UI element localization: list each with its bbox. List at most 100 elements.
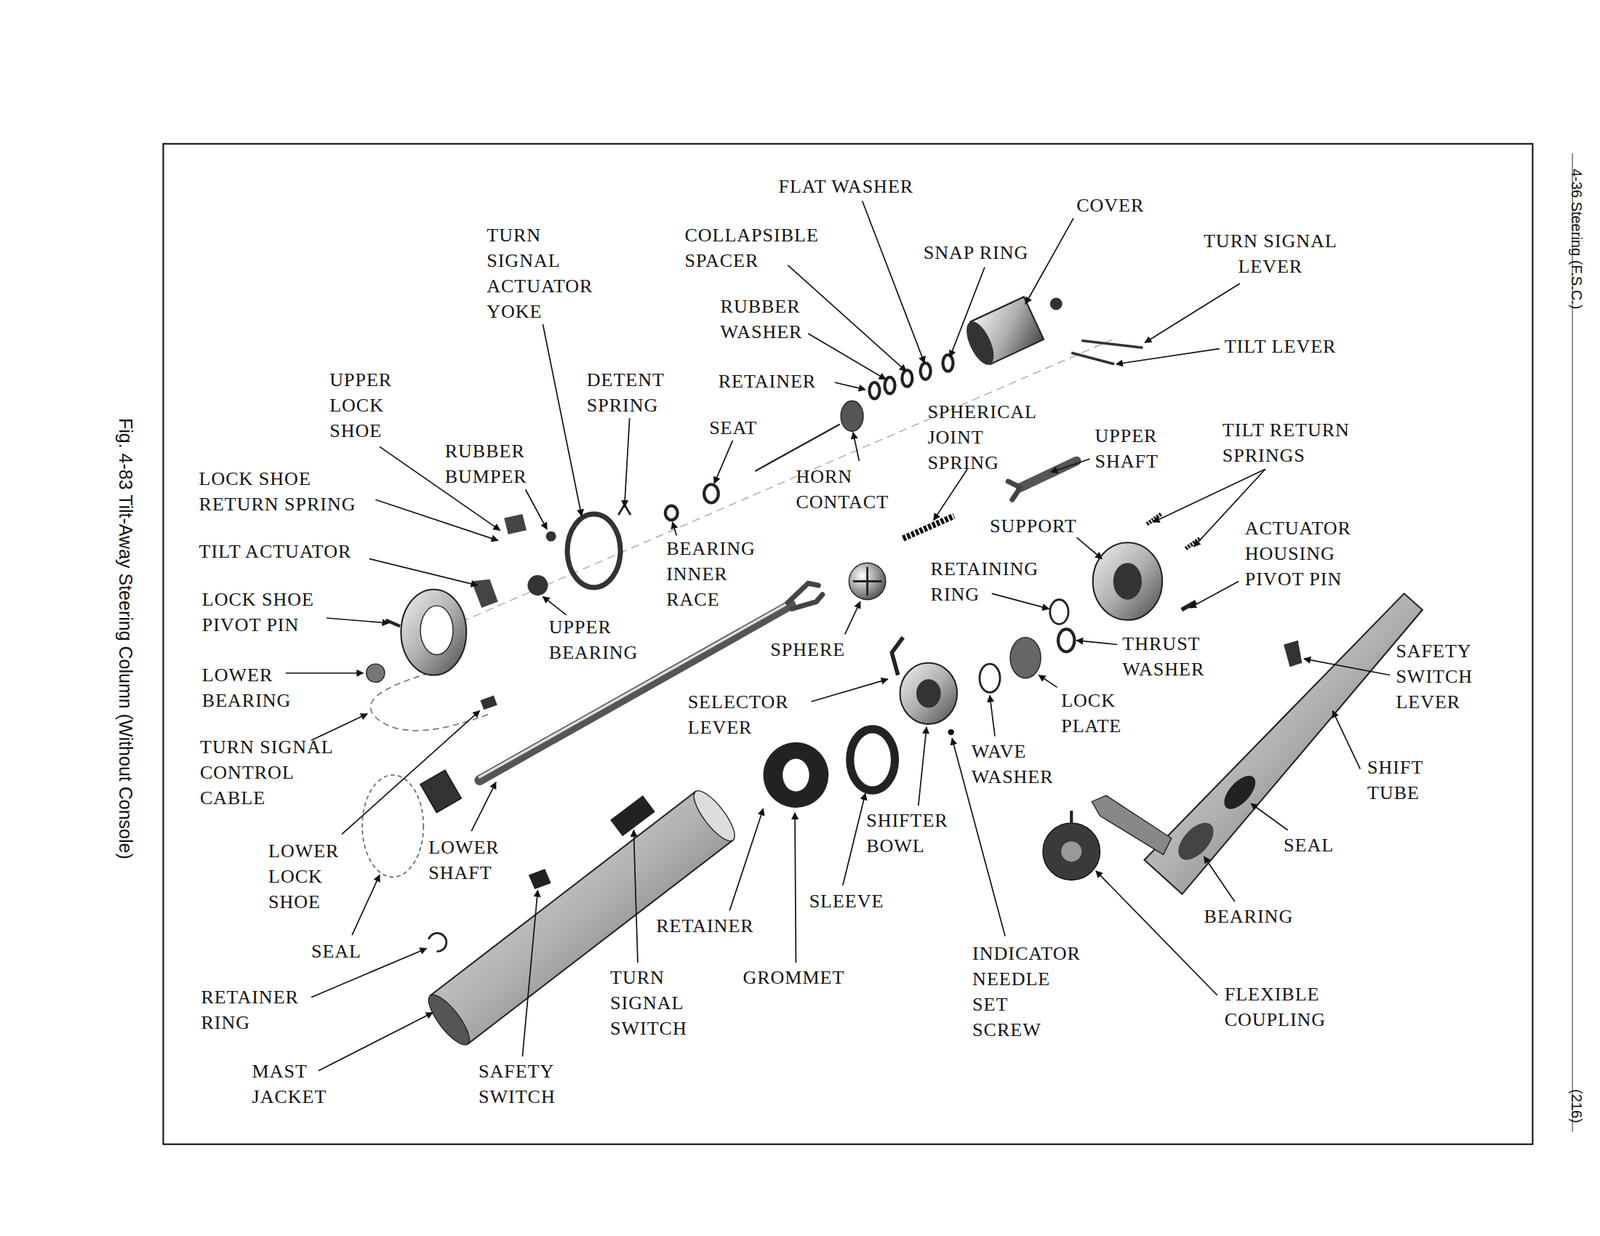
retaining-ring bbox=[1050, 600, 1069, 625]
upper-shaft-yoke bbox=[1008, 481, 1021, 500]
part-label: SLEEVE bbox=[809, 888, 885, 915]
sphere bbox=[848, 562, 886, 600]
seal bbox=[1218, 770, 1262, 815]
part-label: RUBBER BUMPER bbox=[445, 438, 528, 490]
leader-line bbox=[933, 469, 968, 520]
leader-line bbox=[624, 418, 630, 507]
leader-line bbox=[842, 793, 866, 886]
leader-line bbox=[1076, 640, 1118, 646]
shift-lever-arm bbox=[1091, 795, 1171, 855]
leader-line bbox=[918, 727, 927, 806]
wave-washer bbox=[979, 664, 1000, 693]
part-label: MAST JACKET bbox=[252, 1058, 328, 1110]
part-label: UPPER BEARING bbox=[549, 614, 639, 666]
selector-lever bbox=[891, 637, 903, 676]
cover-end bbox=[960, 317, 1000, 369]
leader-line bbox=[729, 808, 763, 911]
part-label: BEARING bbox=[1204, 904, 1294, 930]
tilt-actuator bbox=[471, 579, 498, 608]
leader-line bbox=[989, 696, 995, 737]
lower-shaft bbox=[479, 605, 791, 781]
shaft-highlight bbox=[479, 602, 791, 778]
part-label: RETAINER bbox=[656, 913, 754, 939]
lower-lock-shoe-drum bbox=[420, 770, 462, 814]
part-label: THRUST WASHER bbox=[1122, 631, 1205, 683]
leader-line bbox=[853, 432, 859, 462]
leader-line bbox=[834, 382, 866, 390]
grommet-hole bbox=[782, 759, 809, 792]
part-label: INDICATOR NEEDLE SET SCREW bbox=[972, 941, 1081, 1043]
safety-switch bbox=[528, 869, 552, 890]
part-label: LOWER SHAFT bbox=[428, 834, 499, 886]
part-label: SEAL bbox=[311, 938, 362, 965]
leader-line bbox=[471, 782, 496, 832]
part-label: TURN SIGNAL SWITCH bbox=[610, 965, 688, 1042]
leader-line bbox=[525, 489, 547, 530]
sphere-cross bbox=[853, 567, 882, 596]
support-bore bbox=[1113, 562, 1142, 600]
leader-line bbox=[285, 672, 364, 675]
leader-line bbox=[369, 559, 478, 586]
leader-line bbox=[1076, 537, 1102, 559]
part-label: RUBBER WASHER bbox=[720, 293, 803, 345]
part-label: TURN SIGNAL ACTUATOR YOKE bbox=[486, 222, 593, 325]
leader-line bbox=[633, 830, 638, 963]
lock-plate bbox=[1010, 637, 1041, 679]
page-number: (216) bbox=[1567, 1089, 1587, 1124]
leader-line bbox=[1050, 458, 1090, 472]
part-label: GROMMET bbox=[742, 965, 845, 991]
leader-lines bbox=[285, 200, 1390, 1071]
seal bbox=[362, 775, 424, 878]
lower-bearing bbox=[366, 664, 385, 683]
grommet bbox=[762, 742, 829, 808]
rubber-bumper bbox=[546, 531, 557, 542]
part-label: LOCK SHOE RETURN SPRING bbox=[199, 466, 360, 518]
leader-line bbox=[375, 499, 498, 541]
part-label: TURN SIGNAL CONTROL CABLE bbox=[200, 734, 337, 811]
part-label: SHIFT TUBE bbox=[1367, 754, 1424, 806]
washer bbox=[920, 362, 931, 379]
part-label: TURN SIGNAL LEVER bbox=[1202, 228, 1339, 280]
leader-line bbox=[845, 602, 861, 635]
part-label: HORN CONTACT bbox=[795, 464, 889, 515]
safety-switch-lever bbox=[1283, 640, 1302, 667]
shaft-yoke bbox=[787, 583, 823, 609]
part-label: ACTUATOR HOUSING PIVOT PIN bbox=[1245, 515, 1355, 592]
leader-line bbox=[1250, 803, 1288, 830]
center-line bbox=[448, 339, 1112, 628]
sleeve bbox=[850, 729, 896, 791]
part-label: SELECTOR LEVER bbox=[688, 689, 790, 741]
leader-line bbox=[542, 597, 566, 616]
part-label: TILT ACTUATOR bbox=[199, 538, 352, 565]
part-label: LOCK PLATE bbox=[1061, 688, 1122, 739]
leader-line bbox=[1189, 581, 1239, 608]
upper-bearing bbox=[527, 575, 548, 596]
leader-line bbox=[542, 324, 582, 517]
part-label: BEARING INNER RACE bbox=[666, 536, 756, 613]
part-label: LOWER BEARING bbox=[202, 662, 292, 714]
tilt-housing bbox=[400, 589, 467, 676]
part-label: RETAINER bbox=[718, 368, 816, 395]
leader-line bbox=[992, 593, 1050, 609]
leader-line bbox=[318, 1013, 433, 1072]
horn-wire bbox=[754, 424, 840, 472]
turn-signal-lever bbox=[1081, 340, 1143, 348]
part-label: FLAT WASHER bbox=[778, 173, 915, 200]
part-label: WAVE WASHER bbox=[971, 738, 1054, 790]
support bbox=[1093, 542, 1163, 621]
control-cable bbox=[370, 668, 490, 731]
leader-line bbox=[352, 874, 380, 936]
knob bbox=[1050, 298, 1063, 311]
leader-line bbox=[810, 679, 888, 702]
part-label: DETENT SPRING bbox=[586, 367, 665, 419]
set-screw bbox=[947, 729, 954, 736]
leader-line bbox=[808, 333, 886, 380]
part-label: FLEXIBLE COUPLING bbox=[1224, 981, 1326, 1033]
seat bbox=[704, 484, 719, 503]
shifter-bowl bbox=[900, 663, 958, 725]
leader-line bbox=[341, 711, 480, 835]
leader-line bbox=[1144, 283, 1240, 343]
coupling-hub bbox=[1061, 841, 1082, 862]
part-label: TILT RETURN SPRINGS bbox=[1222, 417, 1353, 469]
leader-line bbox=[1204, 856, 1235, 902]
